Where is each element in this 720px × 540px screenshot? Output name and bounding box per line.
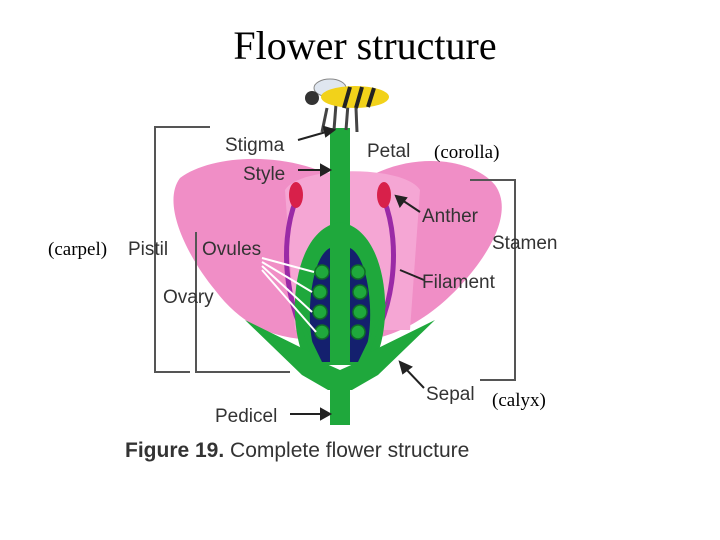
style-column [330,128,350,238]
corolla-annotation: (corolla) [434,142,499,163]
style-label: Style [243,164,285,185]
stigma-arrow [297,131,327,141]
petal-label: Petal [367,141,410,162]
stamen-label: Stamen [492,233,557,254]
sepal-arrowhead [398,360,413,375]
stigma-arrowhead [322,125,337,138]
ovule [350,324,366,340]
ovules [312,264,368,340]
bee-icon [305,78,389,109]
caption-figure-number: Figure 19. [125,439,224,462]
caption-text: Complete flower structure [224,439,469,462]
ovule [350,264,366,280]
ovule [352,304,368,320]
ovule [312,284,328,300]
ovule-pointer [261,265,313,313]
filament-arrow [399,269,425,281]
pedicel-arrowhead [320,407,333,421]
carpel-annotation: (carpel) [48,239,107,260]
bee-head [305,91,319,105]
right-anther [377,182,391,208]
anther-arrow [401,199,421,213]
bee-stripes [342,86,376,109]
pistil-label: Pistil [128,239,168,260]
pedicel-label: Pedicel [215,406,277,427]
pistil [245,103,435,425]
ovule [312,304,328,320]
figure-caption: Figure 19. Complete flower structure [125,439,469,462]
ovule [352,284,368,300]
left-anther [289,182,303,208]
sepal-arrow [404,367,425,389]
calyx-annotation: (calyx) [492,390,546,411]
anther-label: Anther [422,206,479,227]
ovule [314,264,330,280]
ovules-label: Ovules [202,239,261,260]
sepal-label: Sepal [426,384,475,405]
bracket-lines [154,126,516,381]
stamen-bracket [470,179,516,381]
style-arrowhead [320,163,333,177]
pointer-arrows [290,125,425,421]
filament-label: Filament [422,272,496,293]
stigma-label: Stigma [225,135,285,156]
ovary-bracket [195,232,290,373]
anther-arrowhead [394,194,408,209]
ovule-pointers [261,257,317,333]
ovule-pointer [261,257,315,273]
ovule-pointer [261,269,317,333]
pistil-bracket [154,126,210,373]
ovule [314,324,330,340]
ovule-pointer [261,261,313,293]
stigma-tip [320,103,359,133]
ovary-label: Ovary [163,287,214,308]
slide-title: Flower structure [233,23,497,68]
pedicel-stem [330,380,350,425]
sepals [245,300,435,390]
